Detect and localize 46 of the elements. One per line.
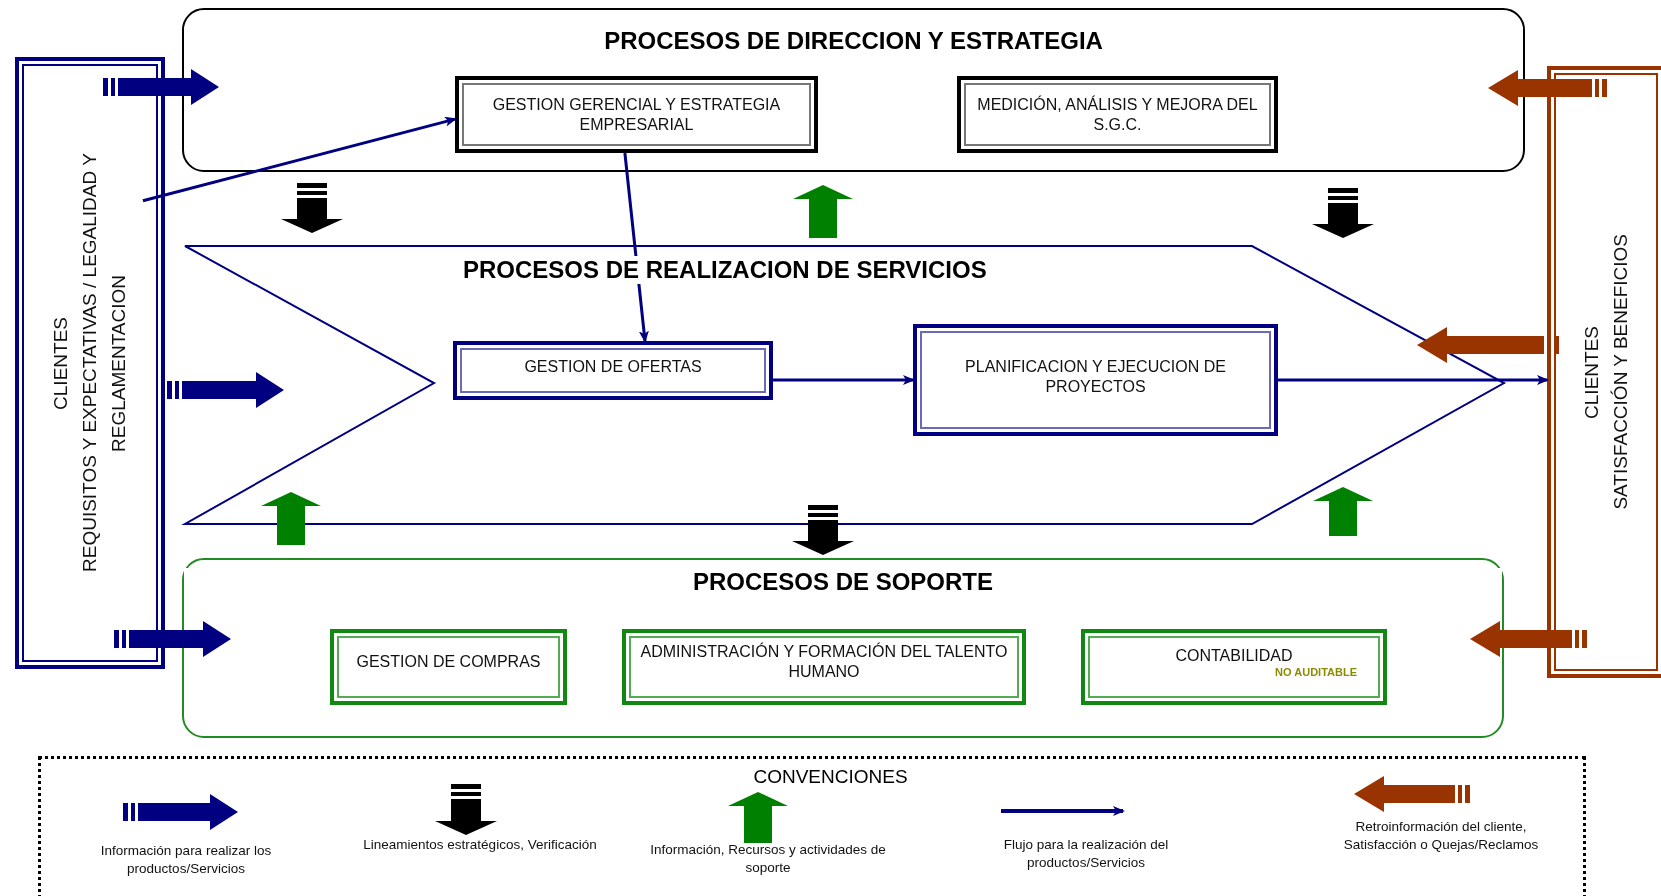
client-panel (1547, 66, 1661, 678)
process-box (622, 629, 1026, 705)
box-label: GESTION DE COMPRAS (355, 652, 542, 672)
legend-label: Flujo para la realización del productos/Servicios (1002, 836, 1170, 872)
block-arrow (1312, 188, 1374, 238)
arrow (623, 152, 649, 343)
legend-label: Información, Recursos y actividades de soporte (649, 841, 887, 877)
process-box (453, 341, 773, 400)
panel-label: SATISFACCIÓN Y BENEFICIOS (1609, 234, 1633, 510)
panel-label: REQUISITOS Y EXPECTATIVAS / LEGALIDAD Y REGLAMENTACION (78, 152, 131, 575)
block-arrow (1313, 487, 1373, 536)
note-label: NO AUDITABLE (1274, 665, 1358, 679)
process-group (182, 558, 1504, 738)
panel-label: CLIENTES (1580, 325, 1603, 419)
process-box (455, 76, 818, 153)
process-group (182, 8, 1525, 172)
legend-label: Lineamientos estratégicos, Verificación (362, 836, 598, 854)
process-box (957, 76, 1278, 153)
block-arrow (1488, 70, 1607, 106)
block-arrow (281, 183, 343, 233)
block-arrow (167, 372, 284, 408)
box-label: PLANIFICACION Y EJECUCION DE PROYECTOS (964, 357, 1227, 397)
block-arrow (1470, 621, 1587, 657)
process-box (1081, 629, 1387, 705)
client-panel (15, 57, 165, 669)
box-label: CONTABILIDAD (1174, 645, 1294, 666)
arrow (1278, 374, 1549, 385)
legend-label: Retroinformación del cliente, Satisfacción o Quejas/Reclamos (1342, 818, 1540, 854)
box-label: GESTION DE OFERTAS (523, 356, 703, 377)
process-box (330, 629, 567, 705)
box-label: ADMINISTRACIÓN Y FORMACIÓN DEL TALENTO HUMANO (639, 642, 1009, 682)
block-arrow (114, 621, 231, 657)
arrow (142, 116, 457, 203)
block-arrow (792, 505, 854, 555)
block-arrow (793, 185, 853, 238)
box-label: MEDICIÓN, ANÁLISIS Y MEJORA DEL S.G.C. (976, 94, 1259, 135)
block-arrow (261, 492, 321, 545)
block-arrow (103, 69, 219, 105)
box-label: GESTION GERENCIAL Y ESTRATEGIA EMPRESARIAL (491, 94, 782, 135)
arrow (773, 375, 915, 385)
block-arrow (1417, 327, 1559, 363)
legend-title: CONVENCIONES (752, 766, 909, 788)
process-box (913, 324, 1278, 436)
panel-label: CLIENTES (48, 316, 72, 410)
group-title: PROCESOS DE REALIZACION DE SERVICIOS (463, 256, 987, 284)
legend-label: Información para realizar los productos/Servicios (99, 842, 273, 878)
